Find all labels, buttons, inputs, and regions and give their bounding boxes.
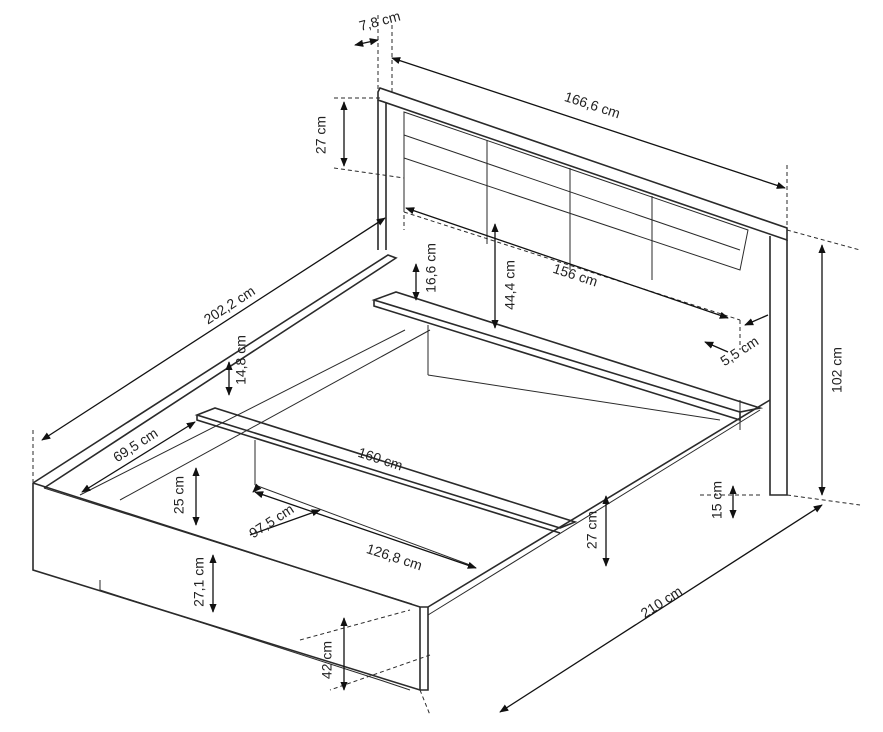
headboard [377,87,788,496]
shelf [371,291,764,422]
label-panel-height: 44,4 cm [502,260,518,310]
label-headboard-width: 166,6 cm [563,88,623,121]
dimension-labels: 7,8 cm 166,6 cm 27 cm 202,2 cm 16,6 cm 4… [110,8,845,679]
dimension-arrows [41,38,826,713]
label-inner-width: 160 cm [356,444,405,473]
label-headboard-post-depth: 7,8 cm [357,8,402,34]
label-frame-height-right: 27 cm [584,511,600,549]
label-total-length: 210 cm [638,583,685,621]
label-leg-span-width: 126,8 cm [365,540,425,573]
label-bed-height: 42 cm [319,641,335,679]
label-clearance: 15 cm [709,481,725,519]
label-total-height: 102 cm [829,347,845,393]
label-side-length: 202,2 cm [201,283,258,328]
label-headboard-top-band: 27 cm [313,116,329,154]
label-slat-top-gap: 14,8 cm [233,335,249,385]
label-shelf-height: 16,6 cm [423,243,439,293]
label-inner-depth: 25 cm [171,476,187,514]
label-frame-height-front: 27,1 cm [191,557,207,607]
label-shelf-depth: 5,5 cm [717,333,761,369]
label-panel-width: 156 cm [551,260,600,289]
bed-frame [32,254,771,691]
